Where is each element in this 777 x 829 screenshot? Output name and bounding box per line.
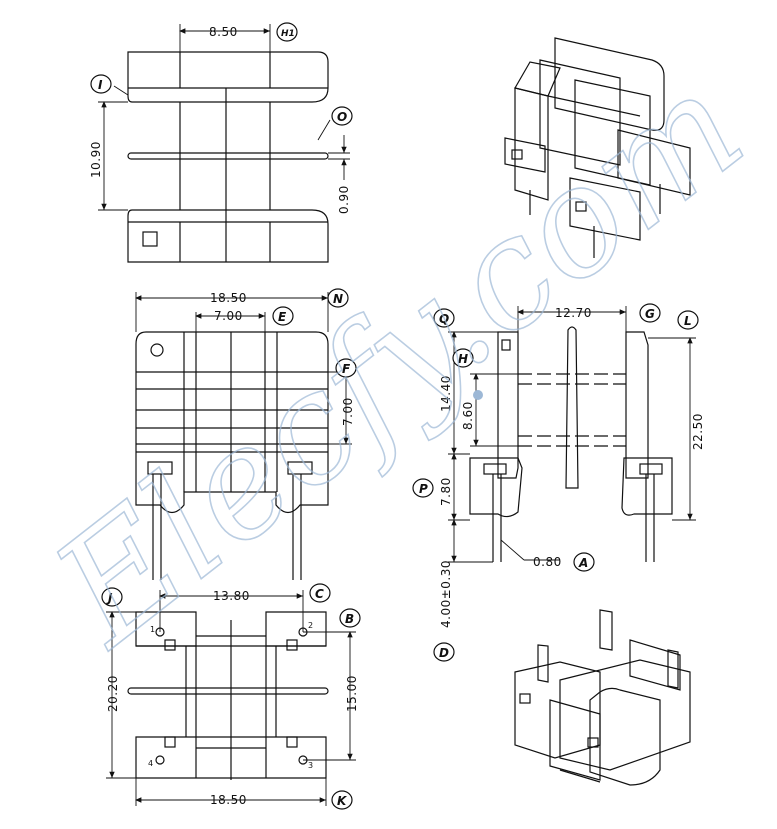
tag-c: C [315,587,324,601]
tag-l: L [684,314,692,328]
dim-side-pin: 0.80 [533,555,562,569]
top-view [127,51,329,263]
dim-top-flange: 0.90 [337,185,351,214]
bottom-view-dims [106,590,356,806]
tag-q: Q [439,312,449,326]
dim-side-1440: 14.40 [439,375,453,412]
dim-bottom-width: 18.50 [210,793,247,807]
pin-label-2: 2 [308,621,313,630]
pin-label-1: 1 [150,625,155,634]
tag-g: G [645,307,655,321]
dim-front-width: 18.50 [210,291,247,305]
tag-n: N [333,292,343,306]
tag-a: A [578,556,588,570]
tag-o: O [337,110,347,124]
dim-bottom-height: 20.20 [106,675,120,712]
dim-front-inner: 7.00 [214,309,243,323]
side-view [469,326,673,562]
pin-label-3: 3 [308,761,313,770]
dim-side-860: 8.60 [461,401,475,430]
dim-side-width: 12.70 [555,306,592,320]
tag-h1: H1 [281,29,295,39]
tag-h: H [458,352,468,366]
watermark-dot [473,390,483,400]
dim-side-780: 7.80 [439,477,453,506]
dim-front-height: 7.00 [341,397,355,426]
isometric-view-top [504,37,691,258]
tag-j: J [106,591,113,605]
dim-side-2250: 22.50 [691,413,705,450]
tag-p: P [419,482,428,496]
isometric-view-bottom [514,609,691,786]
dim-top-width: 8.50 [209,25,238,39]
dim-bottom-pins: 13.80 [213,589,250,603]
front-view [135,331,329,580]
top-view-dims [98,24,350,211]
side-view-dims [448,306,696,563]
tag-e: E [278,310,287,324]
dim-bottom-pin-span: 15.00 [345,675,359,712]
tag-circles [90,22,699,810]
tag-k: K [337,794,348,808]
bottom-view [127,611,329,780]
dim-top-height: 10.90 [89,141,103,178]
tag-d: D [439,646,449,660]
tag-f: F [342,362,351,376]
front-view-dims [135,292,352,445]
tag-i: I [98,78,103,92]
dim-side-length: 4.00±0.30 [439,560,453,628]
pin-label-4: 4 [148,759,153,768]
tag-b: B [345,612,354,626]
